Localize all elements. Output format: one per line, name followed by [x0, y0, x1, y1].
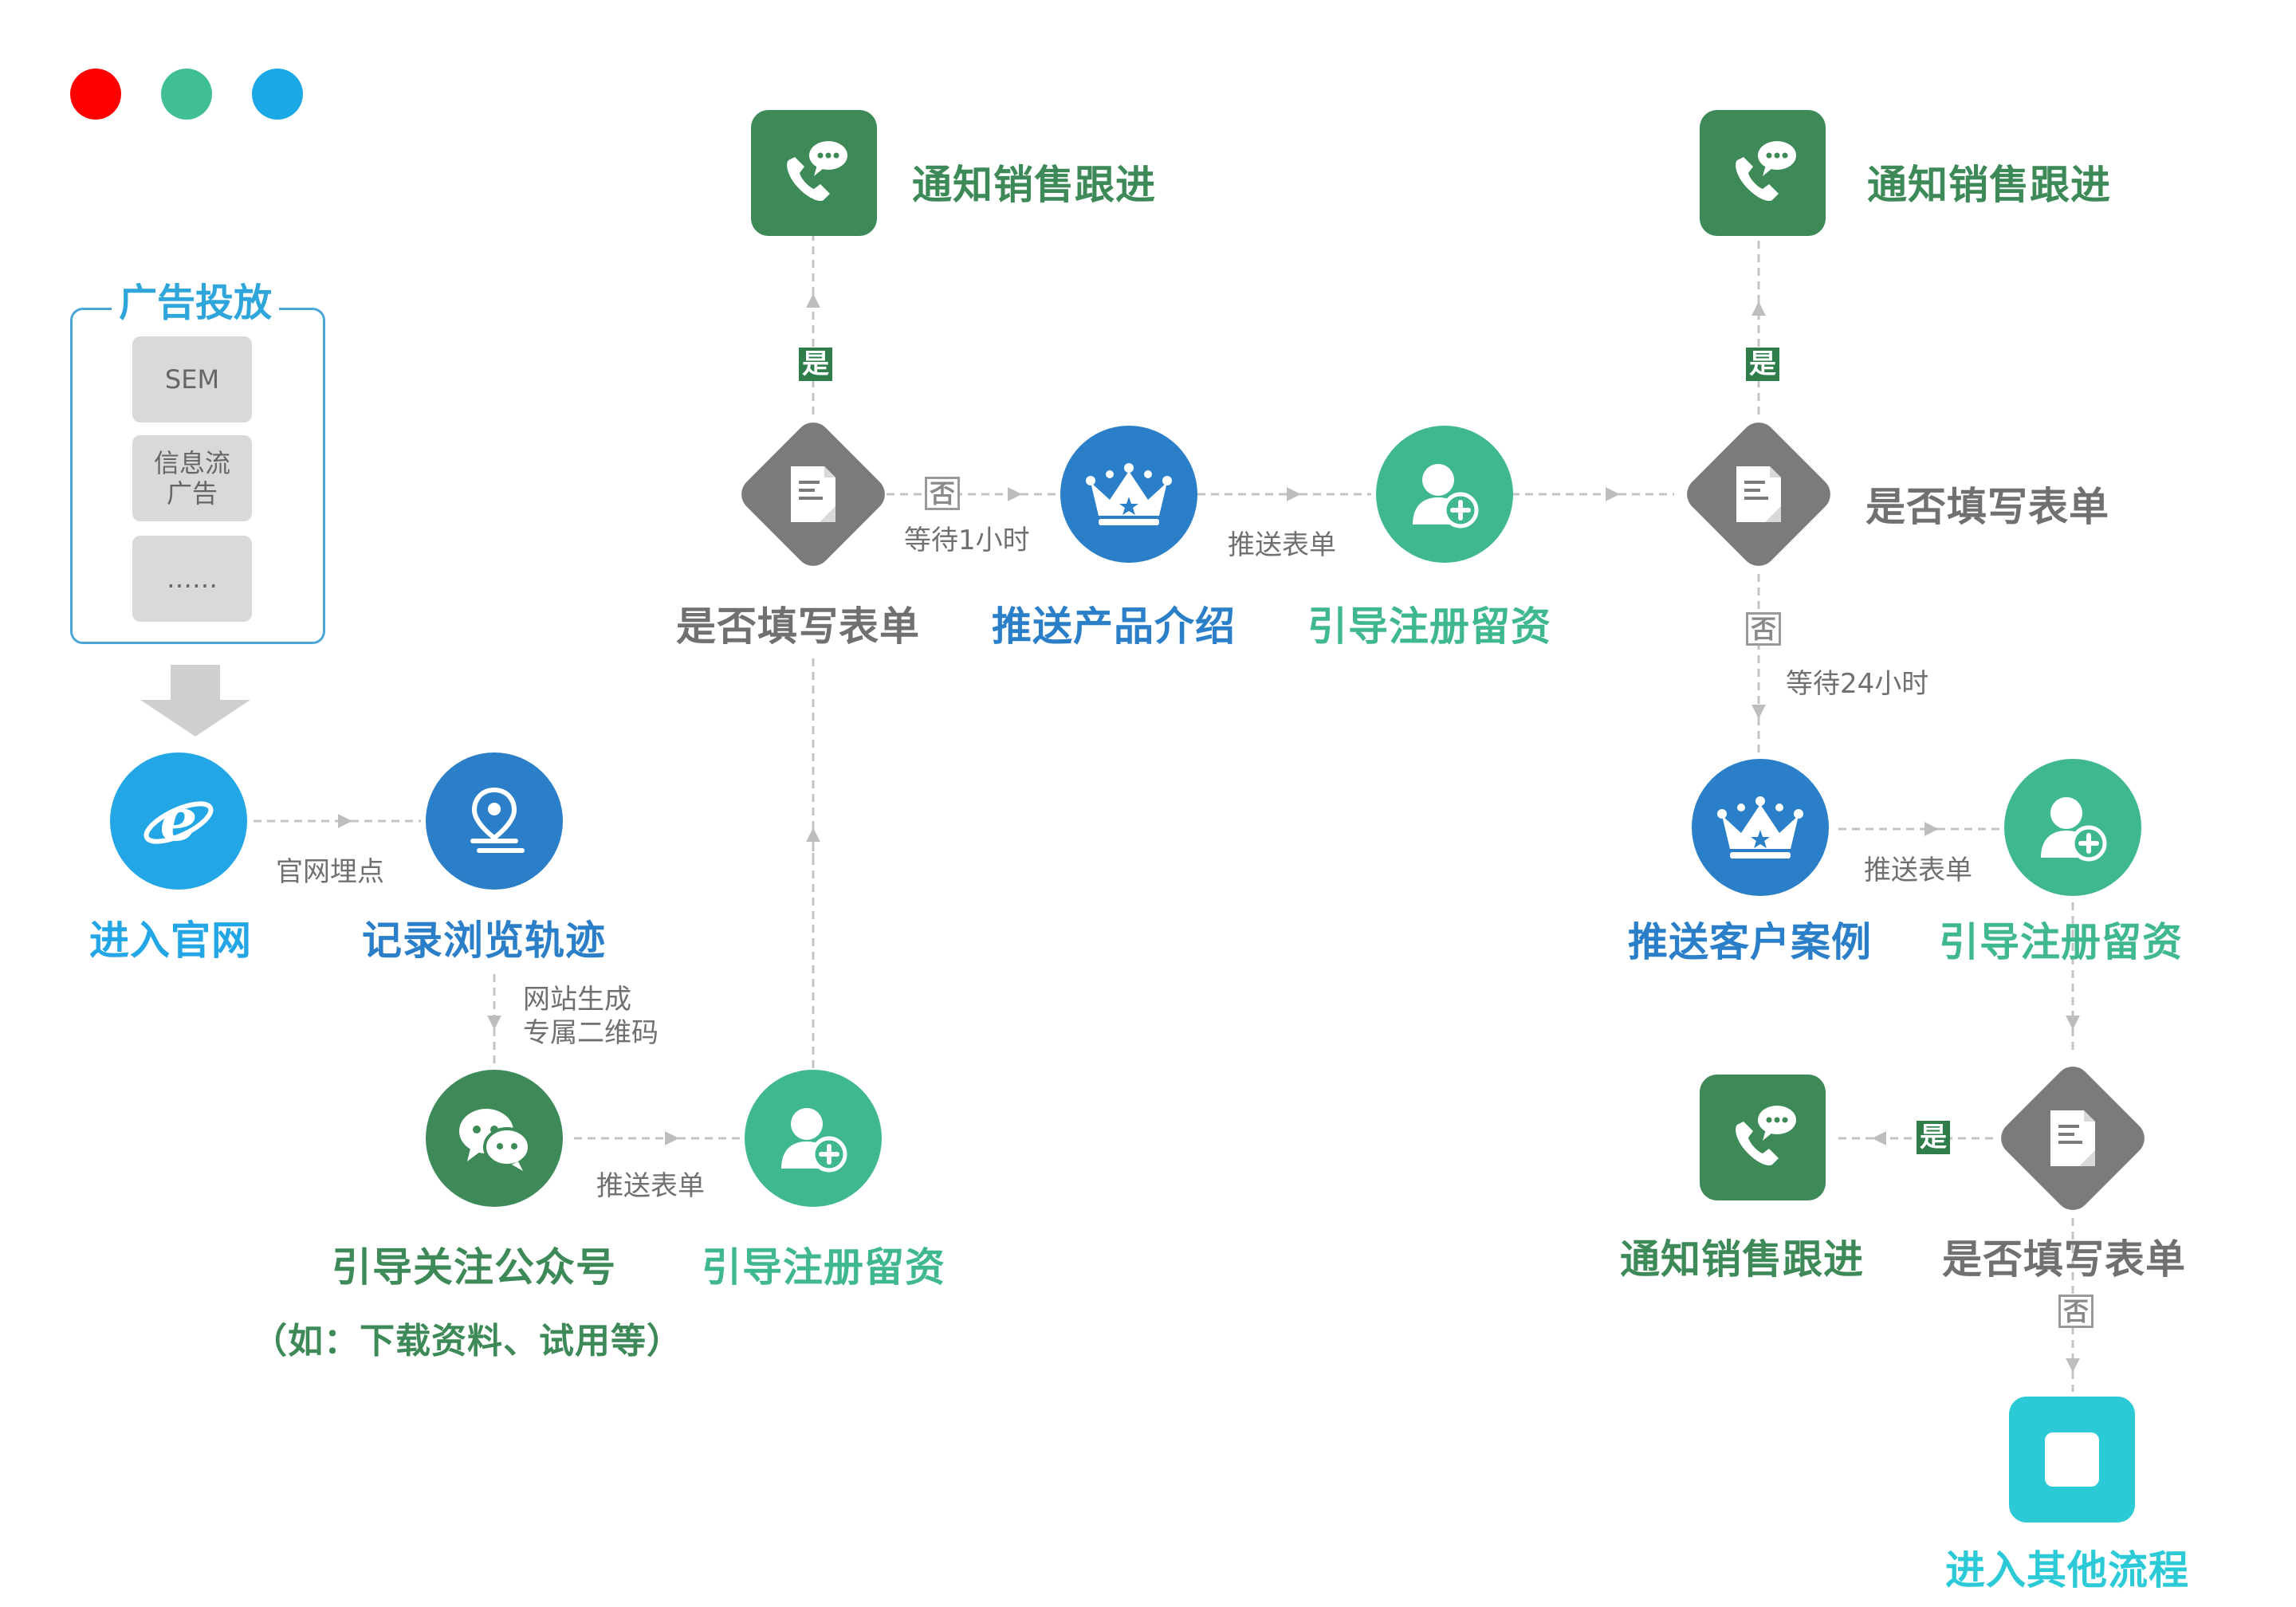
- ad-chip-feed-text: 信息流 广告: [153, 448, 230, 509]
- window-dot-red[interactable]: [70, 69, 121, 120]
- register-node-2[interactable]: [1376, 426, 1513, 563]
- qr-label-line2: 专属二维码: [523, 1017, 659, 1049]
- push-form-label-2: 推送表单: [1228, 529, 1336, 561]
- notify-node-3[interactable]: [1700, 1075, 1826, 1200]
- wait-1h-label: 等待1小时: [904, 525, 1030, 556]
- site-tracking-label: 官网埋点: [276, 856, 384, 888]
- notify-label-1: 通知销售跟进: [912, 162, 1156, 208]
- yes-tag-1: 是: [799, 348, 832, 381]
- no-tag-3: 否: [2058, 1295, 2094, 1328]
- yes-tag-2: 是: [1746, 348, 1779, 381]
- form-check-icon-3-wrap: [2039, 1105, 2106, 1172]
- enter-site-label: 进入官网: [89, 917, 252, 964]
- follow-note-label: （如：下载资料、试用等）: [252, 1321, 682, 1361]
- other-flow-label: 进入其他流程: [1945, 1547, 2189, 1593]
- no-tag-2: 否: [1746, 612, 1782, 646]
- push-product-node[interactable]: [1060, 426, 1197, 563]
- qr-label-line1: 网站生成: [523, 984, 631, 1016]
- notify-node-1[interactable]: [751, 110, 877, 236]
- follow-account-node[interactable]: [426, 1070, 563, 1207]
- add-user-icon: [781, 1108, 847, 1173]
- wechat-icon: [459, 1109, 531, 1171]
- document-icon: [2050, 1110, 2095, 1166]
- crown-icon: [1717, 796, 1803, 859]
- ad-chip-more: ……: [132, 536, 252, 622]
- register-label-3: 引导注册留资: [1939, 919, 2183, 965]
- push-form-label-3: 推送表单: [1864, 855, 1972, 886]
- record-track-label: 记录浏览轨迹: [362, 917, 606, 964]
- register-label-1: 引导注册留资: [702, 1244, 946, 1291]
- location-pin-icon: [470, 787, 525, 853]
- phone-chat-icon: [787, 141, 847, 202]
- crown-icon: [1086, 463, 1172, 525]
- no-tag-1: 否: [925, 477, 961, 510]
- notify-label-2: 通知销售跟进: [1867, 162, 2111, 208]
- document-icon: [791, 466, 835, 522]
- form-check-icon-1-wrap: [780, 461, 847, 528]
- phone-chat-icon: [1736, 1106, 1796, 1166]
- other-flow-node[interactable]: [2009, 1397, 2135, 1523]
- wait-24h-label: 等待24小时: [1786, 668, 1929, 700]
- form-check-icon-2-wrap: [1725, 461, 1792, 528]
- add-user-icon: [1413, 464, 1479, 528]
- follow-account-label: 引导关注公众号: [332, 1244, 616, 1291]
- record-track-node[interactable]: [426, 752, 563, 890]
- enter-site-node[interactable]: e: [110, 752, 247, 890]
- add-user-icon: [2041, 797, 2107, 862]
- ad-group-title: 广告投放: [112, 271, 279, 327]
- yes-tag-3: 是: [1917, 1121, 1950, 1154]
- notify-label-3: 通知销售跟进: [1620, 1236, 1864, 1283]
- ad-chip-sem: SEM: [132, 336, 252, 422]
- register-node-1[interactable]: [745, 1070, 882, 1207]
- form-check-label-1: 是否填写表单: [676, 603, 920, 650]
- register-label-2: 引导注册留资: [1307, 603, 1551, 650]
- down-arrow-icon: [140, 665, 250, 737]
- notify-node-2[interactable]: [1700, 110, 1826, 236]
- ad-chip-feed: 信息流 广告: [132, 435, 252, 521]
- stop-square-icon: [2045, 1432, 2099, 1487]
- window-dot-green[interactable]: [161, 69, 212, 120]
- window-dot-blue[interactable]: [252, 69, 303, 120]
- push-form-label-1: 推送表单: [596, 1170, 705, 1202]
- document-icon: [1736, 466, 1781, 522]
- push-product-label: 推送产品介绍: [992, 603, 1236, 650]
- form-check-label-3: 是否填写表单: [1942, 1236, 2186, 1283]
- register-node-3[interactable]: [2004, 759, 2141, 896]
- form-check-label-2: 是否填写表单: [1866, 484, 2109, 530]
- push-case-label: 推送客户案例: [1628, 919, 1872, 965]
- browser-e-icon: e: [144, 786, 214, 855]
- phone-chat-icon: [1736, 141, 1796, 202]
- svg-text:e: e: [159, 786, 197, 855]
- push-case-node[interactable]: [1692, 759, 1829, 896]
